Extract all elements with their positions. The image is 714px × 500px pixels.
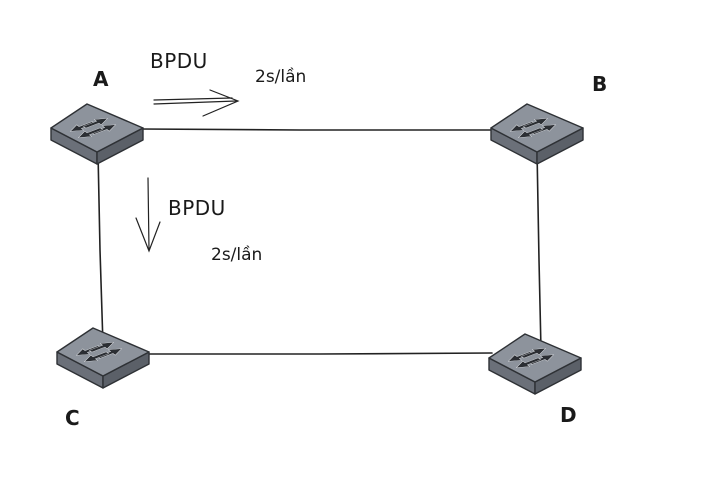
bpdu-label-vertical: BPDU [168, 196, 226, 220]
arrow-down-icon [135, 177, 161, 253]
rate-label-vertical: 2s/lần [211, 244, 262, 265]
arrow-right-icon [153, 89, 240, 117]
link-b-d [536, 149, 542, 351]
node-label-b: B [592, 72, 607, 96]
bpdu-label-horizontal: BPDU [150, 49, 208, 73]
switch-a[interactable] [50, 103, 144, 165]
link-c-d [147, 352, 493, 355]
links [97, 128, 542, 355]
network-switch-icon [50, 103, 144, 165]
network-switch-icon [488, 333, 582, 395]
node-label-c: C [65, 406, 80, 430]
rate-label-horizontal: 2s/lần [255, 66, 306, 87]
network-switch-icon [56, 327, 150, 389]
switch-c[interactable] [56, 327, 150, 389]
link-a-b [139, 128, 501, 131]
switch-b[interactable] [490, 103, 584, 165]
switch-d[interactable] [488, 333, 582, 395]
network-switch-icon [490, 103, 584, 165]
link-a-c [97, 151, 104, 346]
node-label-d: D [560, 403, 577, 427]
node-label-a: A [93, 67, 109, 91]
